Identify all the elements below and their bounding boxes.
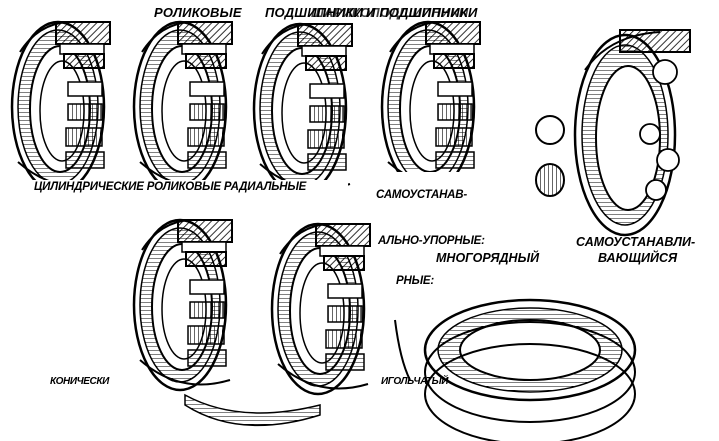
bearing-illustration-3 [252, 22, 354, 196]
bearing-illustration-9 [423, 298, 637, 441]
label-self-aligning-b: ВАЮЩИЙСЯ [598, 251, 678, 265]
title-right-2: И ПОДШИПНИКИ [366, 5, 478, 20]
bearing-illustration-1 [10, 20, 112, 194]
label-self-aligning-short: САМОУСТАНАВ- [376, 189, 468, 201]
title-left: РОЛИКОВЫЕ [154, 5, 242, 20]
title-right: ШАРИКОПОДШИПНИКИ [311, 5, 469, 20]
bearing-fragment-2 [394, 319, 411, 381]
label-self-aligning-a: САМОУСТАНАВЛИ- [576, 235, 696, 249]
bearing-illustration-6 [535, 115, 565, 197]
label-panel [362, 172, 518, 200]
label-conical: КОНИЧЕСКИ [50, 376, 109, 387]
bearing-illustration-4 [380, 20, 482, 194]
bearing-illustration-8 [270, 222, 372, 396]
bearing-illustration-7 [132, 218, 234, 392]
label-needle: ИГОЛЬЧАТЫЙ [381, 376, 449, 387]
label-panel-2 [18, 180, 348, 196]
label-multirow: МНОГОРЯДНЫЙ [436, 251, 540, 265]
bearing-illustration-2 [132, 20, 234, 194]
bearing-illustration-5 [573, 29, 691, 237]
title-mid: ПОДШИПНИКИ [265, 5, 364, 20]
label-thrust: РНЫЕ: [396, 275, 434, 287]
label-cylindrical: ЦИЛИНДРИЧЕСКИЕ РОЛИКОВЫЕ РАДИАЛЬНЫЕ [34, 181, 307, 193]
label-radial-thrust: АЛЬНО-УПОРНЫЕ: [378, 235, 485, 247]
bearing-fragment [184, 393, 321, 427]
